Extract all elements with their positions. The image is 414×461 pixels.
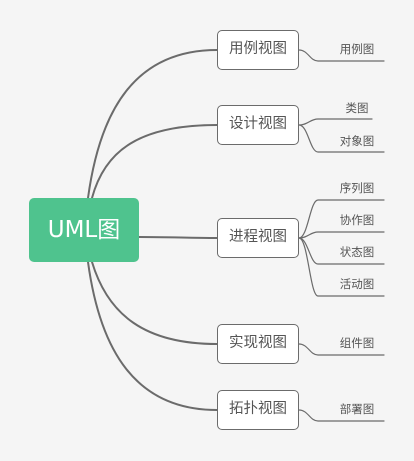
leaf-collaboration-diagram[interactable]: 协作图 — [339, 213, 375, 227]
branch-node-topology-view[interactable]: 拓扑视图 — [217, 390, 299, 430]
connector-process-to-sequence-diagram — [298, 199, 385, 239]
connector-design-to-object-diagram — [298, 124, 385, 153]
connector-root-to-design-view — [91, 124, 218, 199]
connector-root-to-use-case-view — [87, 49, 218, 199]
leaf-state-diagram[interactable]: 状态图 — [339, 245, 375, 259]
branch-node-process-view[interactable]: 进程视图 — [217, 218, 299, 258]
connector-design-to-class-diagram — [298, 118, 373, 126]
root-node[interactable]: UML图 — [29, 198, 139, 262]
leaf-deployment-diagram[interactable]: 部署图 — [339, 402, 375, 416]
connector-root-to-topology-view — [87, 261, 218, 411]
connector-topology-to-deployment-diagram — [298, 409, 385, 422]
branch-node-implementation-view[interactable]: 实现视图 — [217, 324, 299, 364]
branch-node-design-view[interactable]: 设计视图 — [217, 105, 299, 145]
branch-node-use-case-view[interactable]: 用例视图 — [217, 30, 299, 70]
connector-process-to-collaboration-diagram — [298, 231, 385, 239]
connector-root-to-implementation-view — [91, 261, 218, 345]
leaf-activity-diagram[interactable]: 活动图 — [339, 277, 375, 291]
leaf-class-diagram[interactable]: 类图 — [345, 101, 369, 115]
connector-implementation-to-component-diagram — [298, 343, 385, 356]
leaf-sequence-diagram[interactable]: 序列图 — [339, 181, 375, 195]
connector-use-case-to-use-case-diagram — [298, 49, 385, 62]
leaf-component-diagram[interactable]: 组件图 — [339, 336, 375, 350]
connector-root-to-process-view — [138, 236, 218, 239]
connector-process-to-activity-diagram — [298, 237, 385, 297]
leaf-use-case-diagram[interactable]: 用例图 — [339, 42, 375, 56]
leaf-object-diagram[interactable]: 对象图 — [339, 134, 375, 148]
